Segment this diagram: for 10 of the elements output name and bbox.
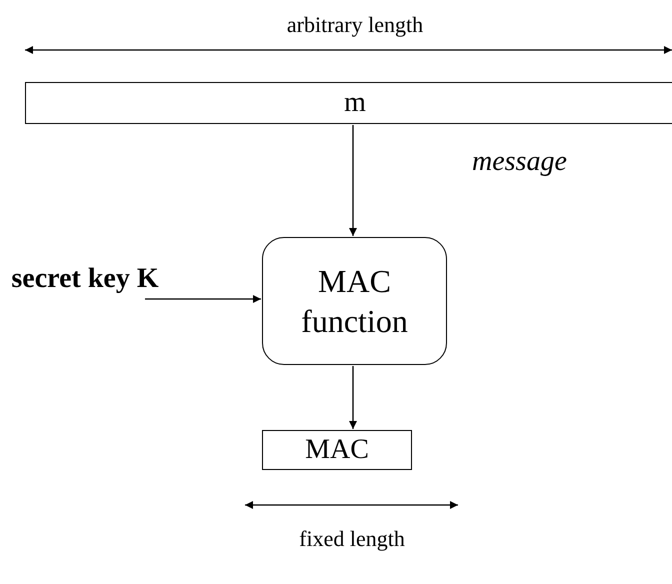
message-box: m [25,82,672,124]
arrow [349,125,357,236]
node-label: message [472,146,567,178]
dimension-label: arbitrary length [286,12,424,38]
key-label: secret key K [10,234,160,324]
dimension-label: fixed length [299,526,405,552]
arrow [145,295,261,303]
arrow [349,366,357,429]
output-box: MAC [262,430,412,470]
function-box: MAC function [262,237,447,365]
